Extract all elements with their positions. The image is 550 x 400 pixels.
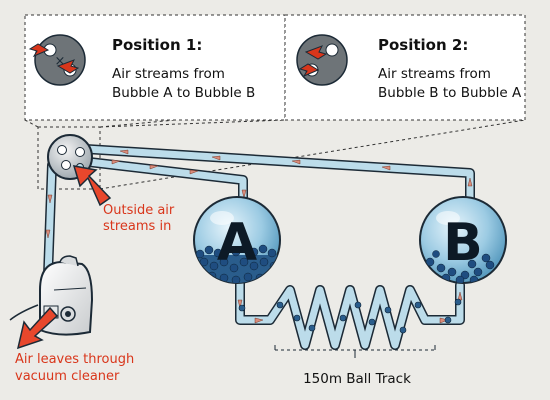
vacuum-cord xyxy=(9,304,39,321)
callout-line-2: Bubble A to Bubble B xyxy=(112,85,255,101)
bubble-a: A xyxy=(193,196,281,284)
valve-position-1-icon: × xyxy=(28,34,86,86)
flow-arrows xyxy=(45,149,473,324)
outside-air-label-line-1: Outside air xyxy=(103,203,175,218)
bubble-b: B xyxy=(419,196,507,284)
track-bracket xyxy=(274,345,436,358)
outside-air-arrow-icon xyxy=(72,165,112,207)
callout-position-1: × Position 1: Air streams from Bubble A … xyxy=(24,14,286,121)
outside-air-label-line-2: streams in xyxy=(103,219,171,234)
track-label: 150m Ball Track xyxy=(303,371,411,387)
callout-line-1: Air streams from xyxy=(112,66,225,82)
valve-position-2-icon xyxy=(296,34,348,86)
track-balls xyxy=(238,298,462,334)
callout-line-2: Bubble B to Bubble A xyxy=(378,85,522,101)
vacuum-label-line-1: Air leaves through xyxy=(15,352,134,367)
callout-position-2: Position 2: Air streams from Bubble B to… xyxy=(284,14,526,121)
vacuum-label-line-2: vacuum cleaner xyxy=(15,369,120,384)
air-leaves-arrow-icon xyxy=(16,306,59,350)
vacuum-cleaner xyxy=(9,255,94,336)
valve-highlight-box xyxy=(37,126,101,190)
svg-text:×: × xyxy=(55,54,66,69)
bubble-a-letter: A xyxy=(217,213,257,273)
callout-title: Position 1: xyxy=(112,36,202,54)
callout-leader-lines xyxy=(24,119,526,190)
bubble-b-letter: B xyxy=(443,213,483,273)
callout-title: Position 2: xyxy=(378,36,468,54)
callout-line-1: Air streams from xyxy=(378,66,491,82)
bubble-a-balls xyxy=(194,243,280,283)
